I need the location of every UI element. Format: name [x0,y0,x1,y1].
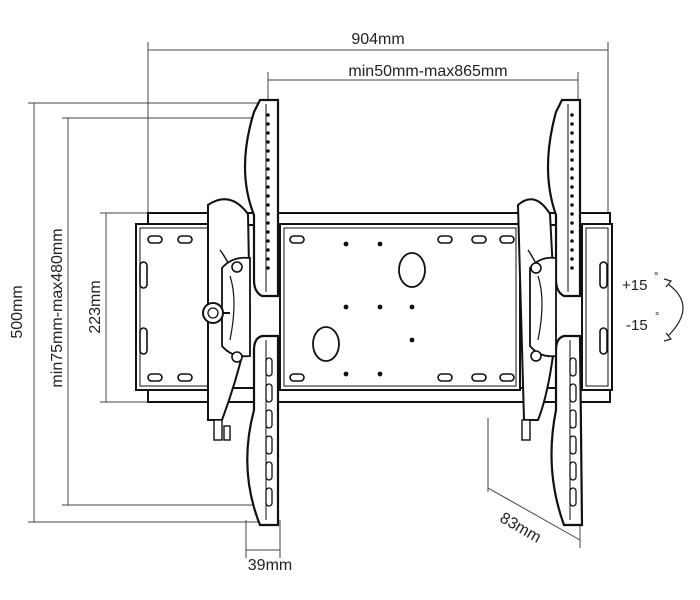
left-mounting-arm [202,98,280,527]
plate-height-label: 223mm [87,280,104,333]
overall-width-label: 904mm [351,31,404,48]
overall-height-label: 500mm [9,285,26,338]
tilt-down-label: -15 [626,317,648,334]
depth-line [487,487,581,541]
vesa-horizontal-label: min50mm-max865mm [348,63,507,80]
dimension-lines [28,42,609,558]
arm-width-label: 39mm [248,557,292,574]
tilt-up-degree: ° [654,271,658,283]
right-mounting-arm [516,98,584,527]
tilt-down-degree: ° [655,311,659,323]
vesa-vertical-label: min75mm-max480mm [49,228,66,387]
tilt-arrow [663,278,684,342]
tilt-up-label: +15 [622,277,647,294]
